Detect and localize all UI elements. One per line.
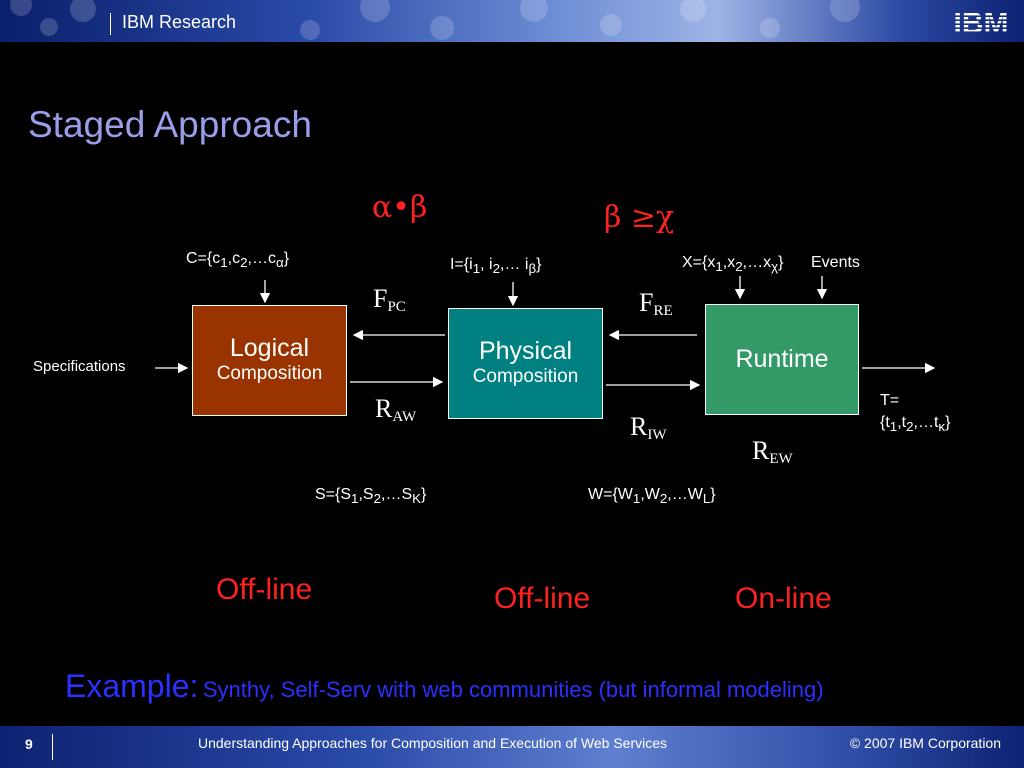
runtime-box: Runtime — [705, 304, 859, 415]
events-label: Events — [811, 254, 860, 271]
physical-composition-box: Physical Composition — [448, 308, 603, 419]
decor-dot — [680, 0, 706, 22]
footer-separator — [52, 734, 53, 760]
decor-dot — [70, 0, 96, 22]
relation-riw: RIW — [630, 412, 667, 443]
decor-dot — [430, 16, 454, 40]
formula-beta-chi: β ≥χ — [604, 200, 675, 235]
relation-fpc: FPC — [373, 284, 406, 315]
logical-composition-box: Logical Composition — [192, 305, 347, 416]
set-t-label: {t1,t2,…tκ} — [880, 414, 951, 435]
example-line: Example: Synthy, Self-Serv with web comm… — [65, 668, 824, 705]
decor-dot — [10, 0, 32, 16]
decor-dot — [600, 14, 622, 36]
ibm-logo-text: IBM — [954, 7, 1009, 37]
set-s-label: S={S1,S2,…SK} — [315, 486, 427, 507]
footer-copyright: © 2007 IBM Corporation — [849, 735, 1001, 751]
ibm-logo: IBM — [954, 7, 1009, 37]
physical-box-line1: Physical — [478, 337, 573, 365]
set-c-label: C={c1,c2,…cα} — [186, 250, 290, 271]
example-label: Example: — [65, 668, 199, 704]
decor-dot — [760, 18, 780, 38]
physical-box-line2: Composition — [472, 366, 579, 387]
page-number: 9 — [25, 736, 33, 752]
decor-dot — [830, 0, 860, 22]
mode-physical: Off-line — [494, 582, 591, 615]
logical-box-line2: Composition — [216, 363, 323, 384]
header-separator — [110, 13, 111, 35]
header-bar: IBM Research IBM — [0, 0, 1024, 42]
header-title: IBM Research — [122, 12, 237, 32]
decor-dot — [360, 0, 390, 22]
footer-bar: 9 Understanding Approaches for Compositi… — [0, 726, 1024, 768]
decor-dot — [300, 20, 320, 40]
set-w-label: W={W1,W2,…WL} — [588, 486, 716, 507]
logical-box-line1: Logical — [229, 334, 310, 362]
decor-dot — [520, 0, 548, 22]
set-x-label: X={x1,x2,…xχ} — [682, 254, 784, 275]
specifications-label: Specifications — [33, 358, 126, 375]
formula-alpha-beta: α•β — [372, 190, 428, 225]
decor-dot — [40, 18, 58, 36]
mode-logical: Off-line — [216, 573, 313, 606]
set-t-label-line1: T= — [880, 392, 900, 409]
set-i-label: I={i1, i2,… iβ} — [450, 256, 542, 277]
runtime-box-line1: Runtime — [735, 345, 829, 373]
footer-title: Understanding Approaches for Composition… — [198, 735, 668, 751]
relation-raw: RAW — [375, 394, 417, 425]
relation-fre: FRE — [639, 288, 673, 319]
mode-runtime: On-line — [735, 582, 832, 615]
page-title: Staged Approach — [28, 104, 312, 145]
example-text: Synthy, Self-Serv with web communities (… — [202, 677, 824, 702]
relation-rew: REW — [752, 436, 793, 467]
